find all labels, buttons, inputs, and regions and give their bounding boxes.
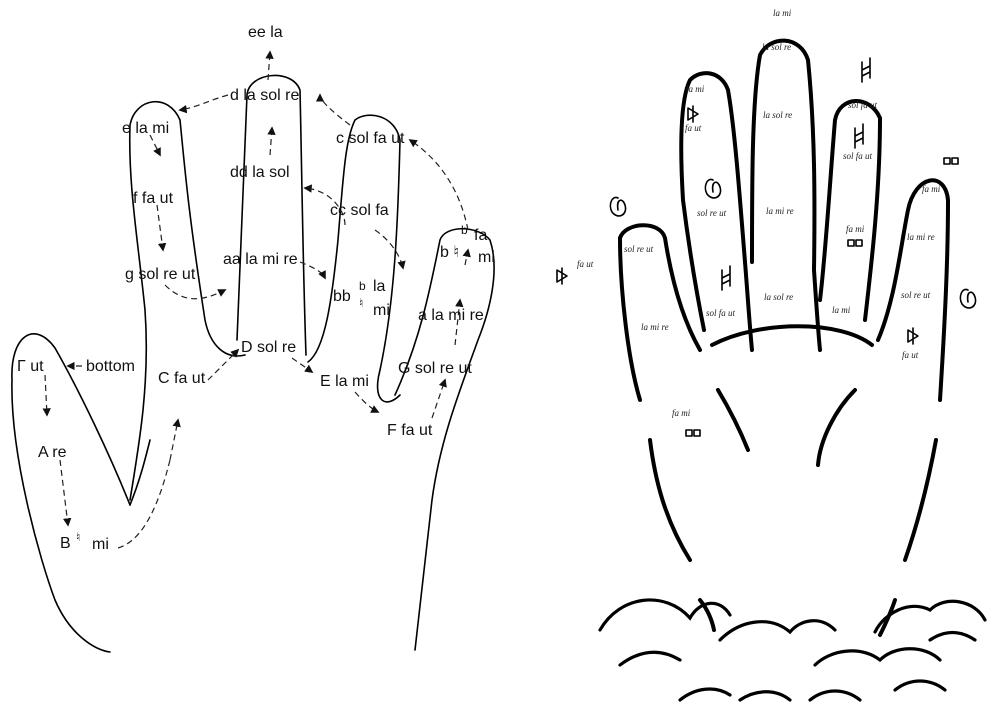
right-thumb-lower (650, 440, 690, 560)
rlabel-ring-2: sol fa ut (843, 151, 873, 161)
label-c: c sol fa ut (336, 130, 405, 147)
rlabel-thumb-2: la mi re (641, 322, 669, 332)
clef-icon-1 (610, 197, 625, 216)
rlabel-ring-4: la mi (832, 305, 851, 315)
label-C: C fa ut (158, 370, 206, 387)
label-E: E la mi (320, 373, 369, 390)
rlabel-middle-1: la sol re (762, 42, 791, 52)
label-bb: bb (333, 288, 351, 305)
label-gamma: Γ ut (17, 358, 44, 375)
label-D: D sol re (241, 339, 296, 356)
label-b-flat: b (461, 223, 468, 237)
label-F: F fa ut (387, 422, 433, 439)
label-G: G sol re ut (398, 360, 472, 377)
label-bb-mi: mi (373, 302, 390, 319)
flat-sign-icon-1 (944, 158, 958, 164)
label-B: B (60, 535, 71, 552)
right-index-left (683, 200, 704, 330)
label-b-fa: fa (474, 227, 487, 244)
label-cc: cc sol fa (330, 202, 389, 219)
label-aa: aa la mi re (223, 251, 298, 268)
rlabel-index-2: fa ut (685, 123, 702, 133)
star-icon-1 (557, 268, 567, 284)
label-ee: ee la (248, 24, 283, 41)
clef-icon-2 (705, 179, 720, 198)
rlabel-ring-1: sol fa ut (848, 100, 878, 110)
label-d: d la sol re (230, 87, 299, 104)
star-icon-3 (908, 328, 918, 344)
label-b-natural: b ♮ (440, 244, 459, 261)
rlabel-middle-3: la mi re (766, 206, 794, 216)
flat-sign-icon-2 (848, 240, 862, 246)
rlabel-top: la mi (773, 8, 792, 18)
natural-icon-1 (862, 58, 870, 82)
right-middle-outline (752, 41, 814, 270)
star-icon-2 (688, 106, 698, 122)
rlabel-index-3: sol re ut (697, 208, 727, 218)
label-bb-flat: b (359, 279, 366, 293)
label-A: A re (38, 444, 67, 461)
left-index-outline (130, 102, 245, 500)
right-palm-curve (712, 326, 872, 345)
right-thumb-outline-2 (620, 238, 640, 400)
rlabel-middle-4: la sol re (764, 292, 793, 302)
left-ring-outline (308, 115, 400, 402)
right-little-lower (905, 440, 936, 560)
natural-icon-3 (722, 266, 730, 290)
flat-sign-icon-3 (686, 430, 700, 436)
clef-icon-3 (960, 289, 975, 308)
label-dd: dd la sol (230, 164, 290, 181)
label-B-mi: mi (92, 536, 109, 553)
right-wrist-left (718, 390, 748, 450)
right-hand-outline (620, 41, 948, 635)
rlabel-ring-3: fa mi (846, 224, 865, 234)
natural-icon-2 (855, 124, 863, 148)
left-little-outline (395, 229, 494, 650)
rlabel-little-2: la mi re (907, 232, 935, 242)
rlabel-index-4: sol fa ut (706, 308, 736, 318)
label-B-natural: ♮ (76, 530, 80, 544)
rlabel-middle-2: la sol re (763, 110, 792, 120)
left-palm-edge (130, 440, 150, 505)
right-finger-gap-2 (814, 270, 820, 350)
label-a: a la mi re (418, 307, 484, 324)
right-hand-clouds (600, 600, 985, 700)
right-wrist-right (818, 390, 855, 465)
right-index-outline (681, 73, 745, 262)
label-bb-natural: ♮ (359, 296, 363, 310)
rlabel-left-far: fa ut (577, 259, 594, 269)
left-middle-outline (237, 75, 306, 355)
label-b-mi: mi (478, 249, 495, 266)
label-bottom: bottom (86, 358, 135, 375)
left-thumb-outline (12, 334, 130, 652)
rlabel-little-1: fa mi (922, 184, 941, 194)
label-f: f fa ut (133, 190, 174, 207)
label-e: e la mi (122, 120, 169, 137)
rlabel-index-1: la mi (686, 84, 705, 94)
right-ring-outline (820, 101, 880, 320)
right-finger-gap-1 (745, 262, 752, 350)
left-hand-path (45, 52, 468, 548)
rlabel-little-3: sol re ut (901, 290, 931, 300)
label-bb-la: la (373, 278, 386, 295)
rlabel-little-4: fa ut (902, 350, 919, 360)
label-g: g sol re ut (125, 266, 196, 283)
rlabel-thumb-3: fa mi (672, 408, 691, 418)
rlabel-thumb-1: sol re ut (624, 244, 654, 254)
left-hand-labels: ee la d la sol re e la mi c sol fa ut dd… (17, 24, 495, 553)
